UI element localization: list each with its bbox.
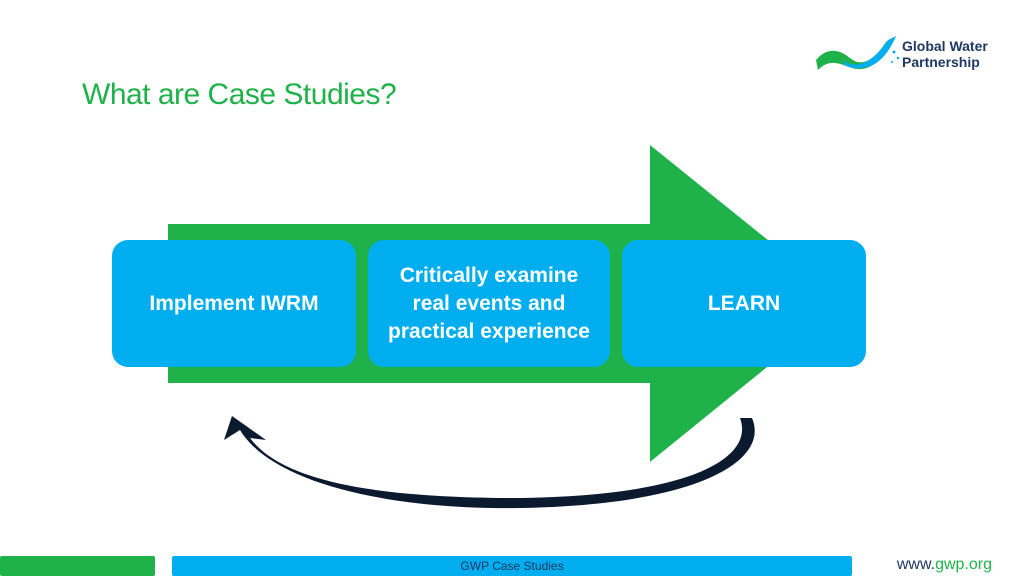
footer-url-domain: gwp.org [935, 556, 992, 573]
footer-caption-bar: GWP Case Studies [172, 556, 852, 576]
footer-url-prefix: www. [896, 556, 936, 573]
step-critically-examine: Critically examine real events and pract… [368, 240, 610, 367]
gwp-logo: Global Water Partnership [812, 30, 1002, 80]
slide-title: What are Case Studies? [82, 78, 397, 111]
footer-website-link[interactable]: www.gwp.org [897, 556, 992, 574]
step-implement-iwrm: Implement IWRM [112, 240, 356, 367]
step-learn: LEARN [622, 240, 866, 367]
step-2-line-1: Critically examine [399, 263, 579, 287]
footer-caption: GWP Case Studies [460, 559, 564, 573]
step-2-label: Critically examine real events and pract… [388, 262, 590, 346]
step-1-label: Implement IWRM [149, 291, 319, 315]
logo-wordmark: Global Water Partnership [902, 38, 988, 70]
logo-line-2: Partnership [902, 54, 980, 70]
wave-icon [816, 36, 900, 70]
logo-line-1: Global Water [902, 38, 988, 54]
step-3-label: LEARN [707, 291, 781, 315]
step-2-line-2: real events and [412, 291, 566, 315]
step-2-line-3: practical experience [388, 319, 590, 343]
footer-green-bar [0, 556, 155, 576]
